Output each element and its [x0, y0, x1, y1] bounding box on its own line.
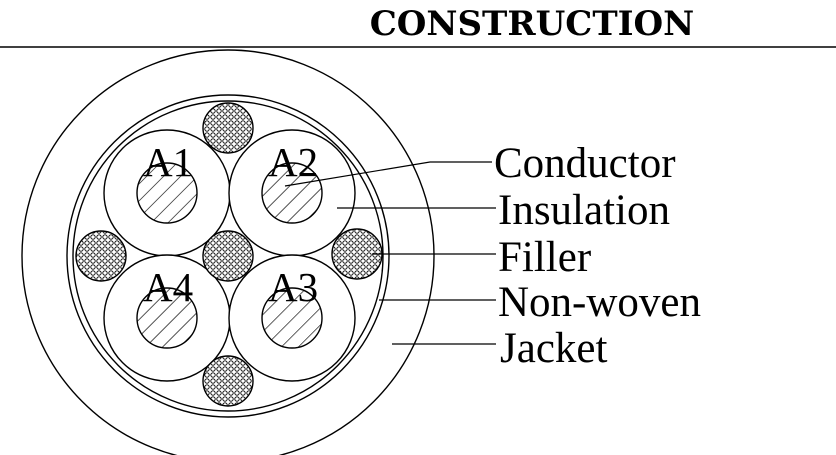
non-woven-inner	[72, 100, 384, 412]
callout-non-woven: Non-woven	[498, 279, 701, 326]
filler-left	[75, 230, 127, 282]
filler-bottom	[202, 355, 254, 407]
core-a3-conductor	[261, 287, 323, 349]
core-a4	[103, 254, 231, 382]
non-woven-outer	[66, 94, 390, 418]
callout-conductor: Conductor	[494, 140, 676, 187]
core-a2-conductor	[261, 162, 323, 224]
filler-center	[202, 230, 254, 282]
core-label-a2: A2	[268, 139, 318, 185]
jacket-outer	[21, 49, 435, 455]
callout-jacket: Jacket	[500, 325, 607, 372]
core-label-a3: A3	[268, 264, 318, 310]
core-label-a1: A1	[143, 139, 193, 185]
core-label-a4: A4	[143, 264, 193, 310]
filler-top	[202, 102, 254, 154]
callout-filler: Filler	[498, 234, 591, 281]
callout-insulation: Insulation	[498, 187, 670, 234]
core-a1-conductor	[136, 162, 198, 224]
core-a3	[228, 254, 356, 382]
leader-conductor	[284, 161, 492, 187]
diagram-title: CONSTRUCTION	[370, 4, 694, 44]
core-a4-conductor	[136, 287, 198, 349]
core-a1	[103, 129, 231, 257]
